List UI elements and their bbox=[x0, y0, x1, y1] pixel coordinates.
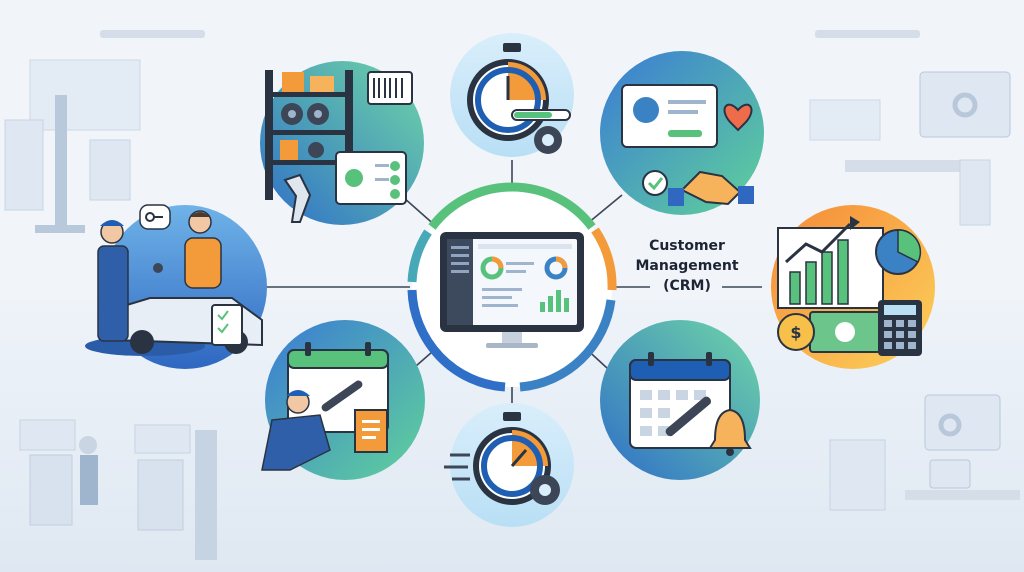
financial-reports-icon: $ bbox=[771, 205, 935, 369]
vehicle-checkin-icon bbox=[85, 204, 267, 369]
hub-ring-blue-right bbox=[519, 299, 616, 392]
crm-label: Customer Management (CRM) bbox=[612, 236, 762, 296]
central-hub bbox=[407, 182, 617, 392]
hub-ring-teal bbox=[407, 229, 432, 283]
stopwatch-progress-icon bbox=[450, 33, 574, 157]
dashboard-monitor-icon bbox=[440, 232, 584, 348]
inventory-parts-icon bbox=[260, 61, 424, 225]
customer-relations-icon bbox=[600, 51, 764, 215]
service-scheduling-icon bbox=[261, 320, 425, 480]
svg-text:$: $ bbox=[790, 323, 801, 342]
crm-label-line-3: (CRM) bbox=[663, 278, 711, 294]
hub-ring-blue-left bbox=[407, 289, 506, 392]
stopwatch-speed-icon bbox=[444, 403, 574, 527]
maintenance-reminder-icon bbox=[600, 320, 760, 480]
hub-ring-orange bbox=[591, 227, 617, 291]
crm-label-line-1: Customer bbox=[649, 238, 725, 254]
hub-ring-green bbox=[428, 182, 596, 230]
crm-label-line-2: Management bbox=[635, 258, 739, 274]
